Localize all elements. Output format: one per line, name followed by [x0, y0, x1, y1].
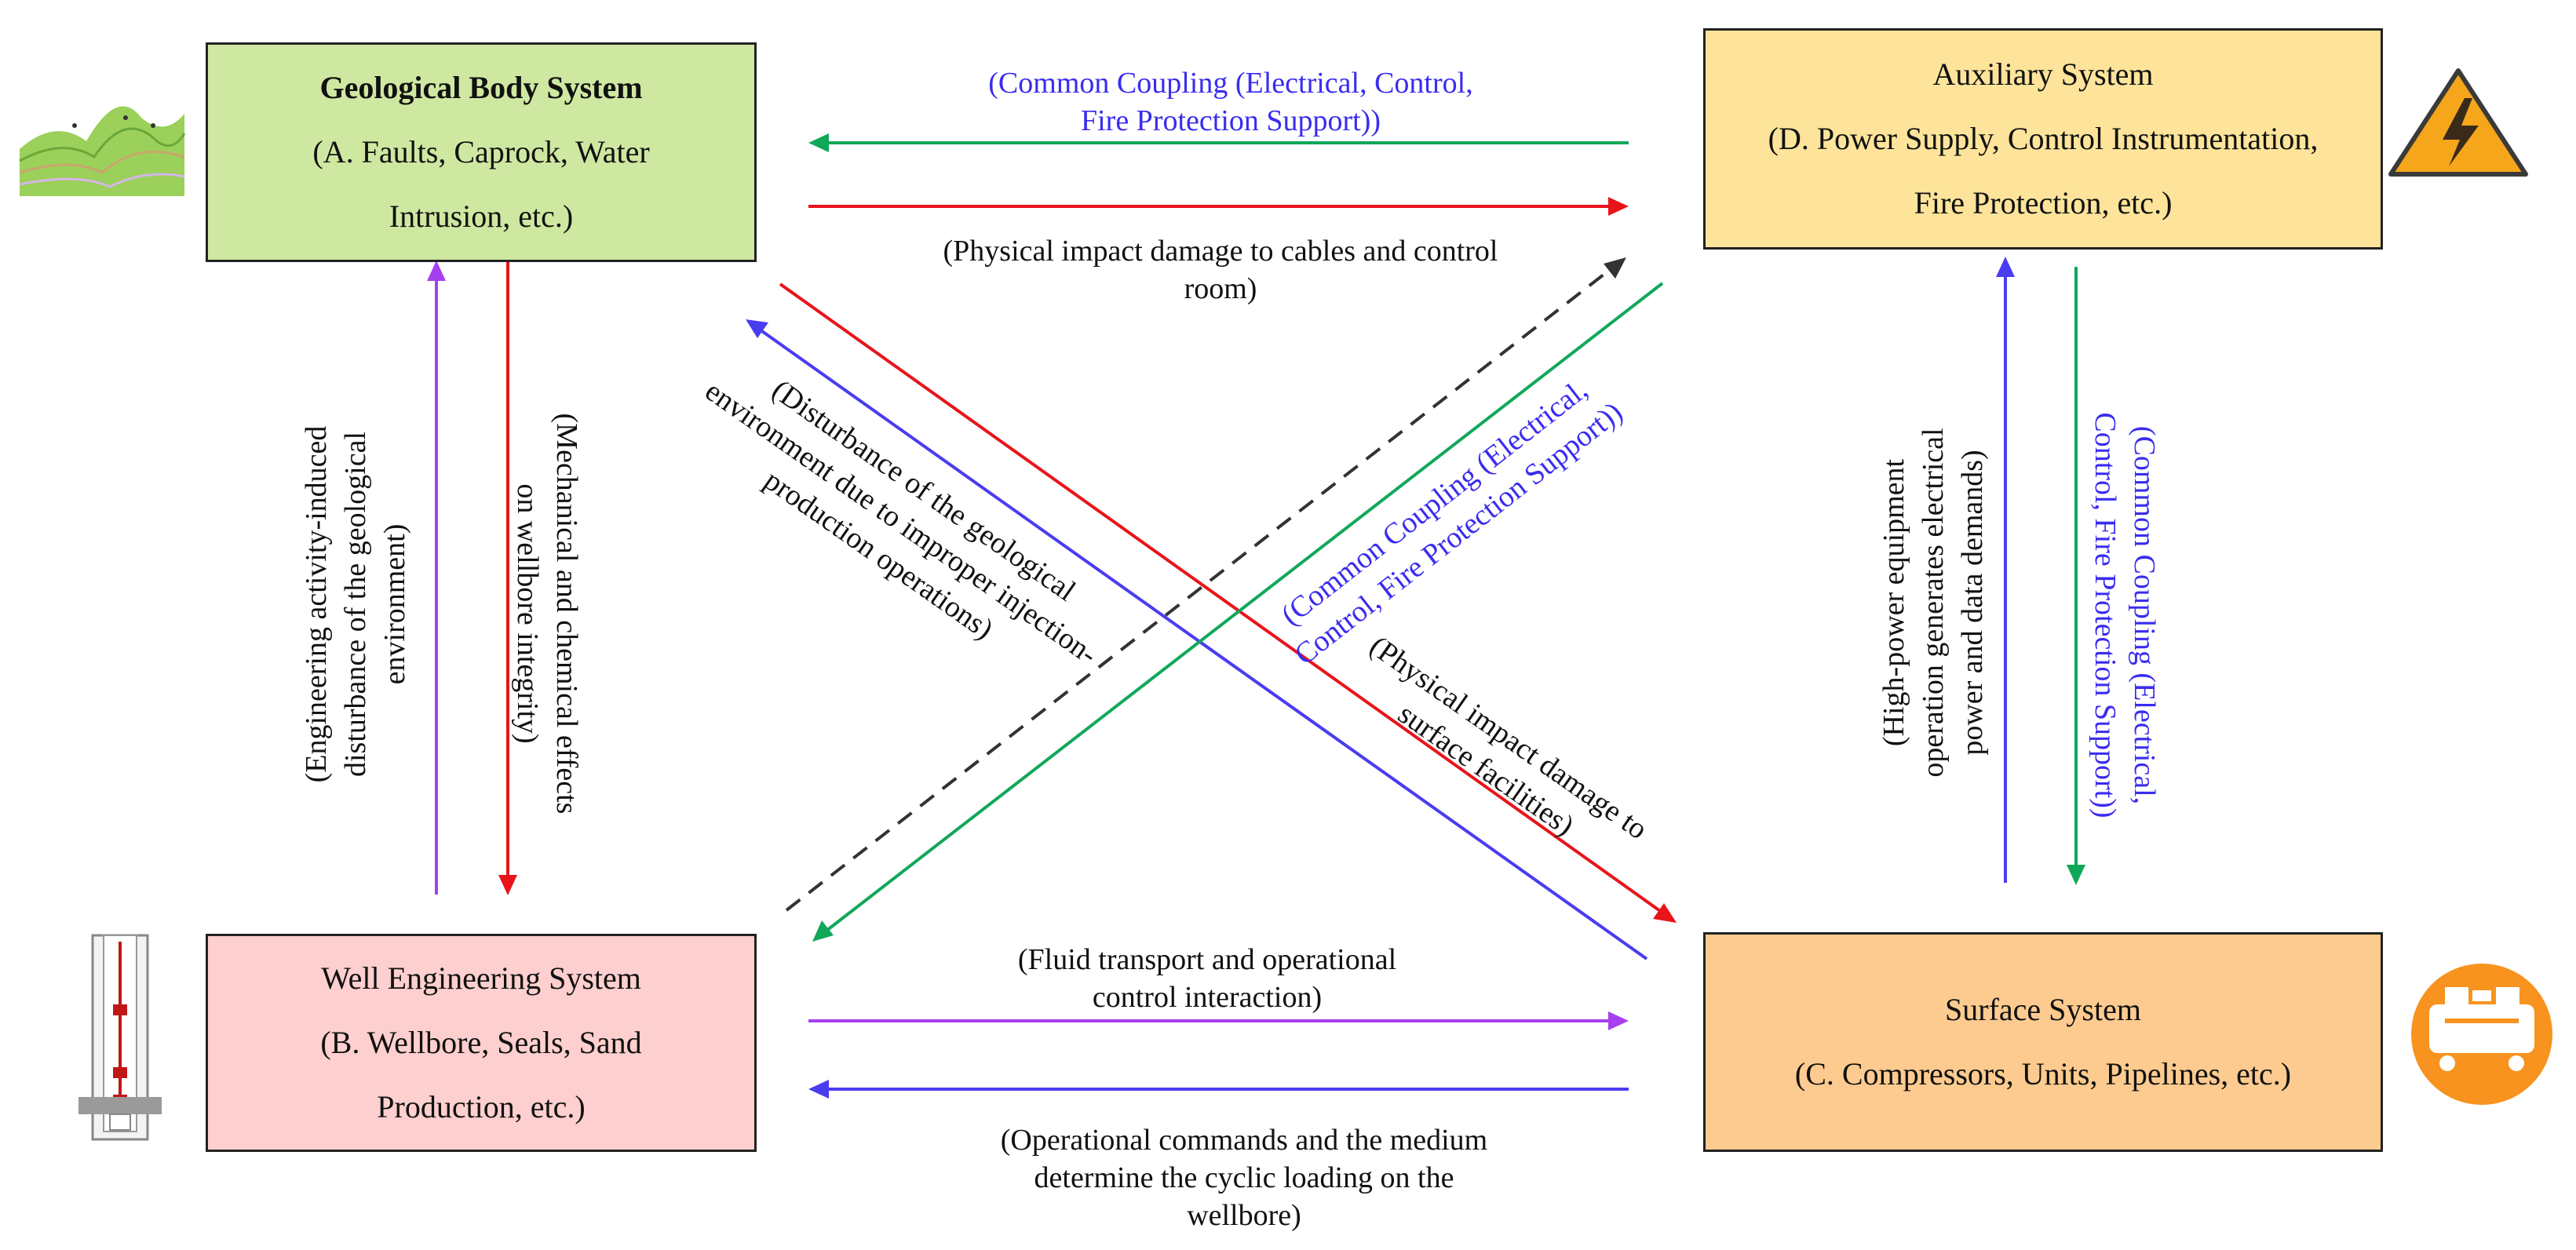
label-top-impact-line2: room) [1184, 272, 1257, 305]
label-right-high-power: (High-power equipment operation generate… [1877, 428, 1989, 777]
label-bot-ops-line3: wellbore) [1187, 1199, 1301, 1232]
geological-body-system-box: Geological Body System (A. Faults, Capro… [206, 42, 757, 262]
aux-box-title: Auxiliary System [1932, 56, 2154, 92]
arrow-geo-to-aux-impact [808, 197, 1629, 216]
label-diag-physical: (Physical impact damage to surface facil… [1363, 629, 1653, 846]
label-bot-fluid-line2: control interaction) [1093, 981, 1322, 1014]
label-top-coupling-line1: (Common Coupling (Electrical, Control, [988, 67, 1472, 100]
label-top-coupling-line2: Fire Protection Support)) [1081, 104, 1381, 137]
label-diag-disturbance: (Disturbance of the geological environme… [699, 374, 1104, 672]
label-left-eng-line1: (Engineering activity-induced [300, 426, 333, 783]
label-right-hp-line3: power and data demands) [1956, 450, 1989, 755]
compressor-icon [2411, 964, 2552, 1105]
label-top-impact-line1: (Physical impact damage to cables and co… [943, 235, 1498, 268]
label-right-coupling: (Common Coupling (Electrical, Control, F… [2089, 412, 2161, 818]
label-left-eng-line2: disturbance of the geological [339, 432, 372, 777]
surf-box-title: Surface System [1945, 992, 2141, 1027]
surf-box-line2: (C. Compressors, Units, Pipelines, etc.) [1794, 1056, 2292, 1091]
label-left-mech-line1: (Mechanical and chemical effects [550, 414, 583, 815]
geo-box-line3: Intrusion, etc.) [389, 199, 574, 234]
label-right-hp-line2: operation generates electrical [1917, 428, 1950, 777]
arrow-well-to-surf-fluid [808, 1011, 1629, 1030]
label-bot-ops-line2: determine the cyclic loading on the [1034, 1161, 1454, 1194]
arrow-aux-to-well-coupling [812, 282, 1664, 942]
label-left-mech-line2: on wellbore integrity) [511, 483, 544, 743]
geo-box-title: Geological Body System [319, 70, 643, 105]
arrow-geo-to-well-mechanical [498, 259, 517, 895]
auxiliary-system-box: Auxiliary System (D. Power Supply, Contr… [1703, 28, 2383, 250]
arrow-well-to-aux-dashed [785, 257, 1626, 912]
geo-box-line2: (A. Faults, Caprock, Water [312, 134, 650, 169]
label-right-coup-line2: Control, Fire Protection Support)) [2089, 412, 2122, 818]
label-left-mechanical: (Mechanical and chemical effects on well… [511, 414, 583, 815]
label-bot-ops-line1: (Operational commands and the medium [1001, 1124, 1488, 1157]
label-diag-dist-line2: environment due to improper injection- [699, 374, 1104, 671]
label-left-engineering: (Engineering activity-induced disturbanc… [300, 426, 411, 783]
well-box-line2: (B. Wellbore, Seals, Sand [320, 1025, 642, 1060]
arrow-geo-to-surf-impact [779, 282, 1677, 923]
well-box-line3: Production, etc.) [377, 1089, 586, 1124]
label-left-eng-line3: environment) [378, 524, 411, 685]
surface-system-box: Surface System (C. Compressors, Units, P… [1703, 932, 2383, 1152]
high-voltage-warning-icon [2388, 68, 2528, 177]
aux-box-line2: (D. Power Supply, Control Instrumentatio… [1768, 121, 2319, 156]
arrow-aux-to-geo-coupling [808, 133, 1629, 152]
arrow-aux-to-surf-coupling [2067, 267, 2085, 885]
label-right-hp-line1: (High-power equipment [1877, 458, 1910, 746]
arrow-surf-to-well-commands [808, 1080, 1629, 1099]
arrow-surf-to-aux-demand [1996, 257, 2015, 883]
label-diag-coupling: (Common Coupling (Electrical, Control, F… [1275, 374, 1629, 672]
well-engineering-system-box: Well Engineering System (B. Wellbore, Se… [206, 934, 757, 1152]
well-box-title: Well Engineering System [321, 960, 641, 996]
label-bot-fluid-line1: (Fluid transport and operational [1018, 943, 1396, 976]
arrow-well-to-geo-engineering [427, 261, 446, 895]
geological-strata-icon [19, 106, 186, 196]
label-diag-coup-line1: (Common Coupling (Electrical, [1275, 374, 1594, 632]
label-diag-phys-line1: (Physical impact damage to [1363, 629, 1653, 846]
arrow-surf-to-geo-disturbance [746, 319, 1648, 960]
wellbore-schematic-icon [78, 934, 162, 1141]
aux-box-line3: Fire Protection, etc.) [1914, 185, 2173, 220]
label-right-coup-line1: (Common Coupling (Electrical, [2128, 426, 2161, 804]
